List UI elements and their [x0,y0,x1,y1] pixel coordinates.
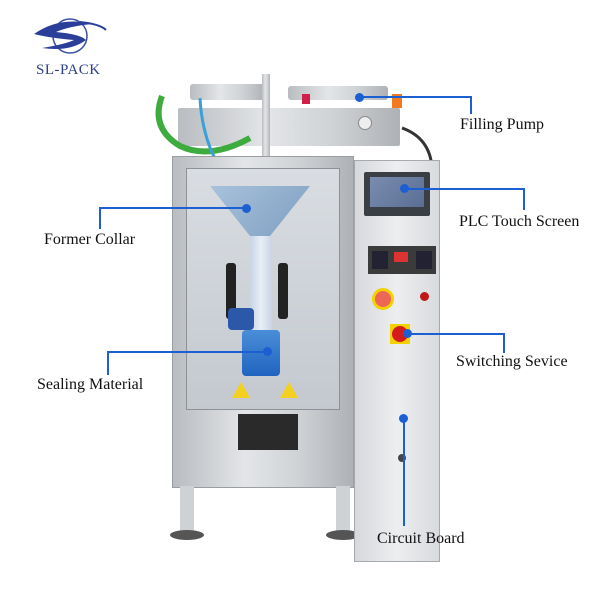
filling-pump-label: Filling Pump [460,116,545,133]
former-collar-label: Former Collar [44,231,136,248]
sealing-material-leader-h [107,351,267,353]
switching-sevice-leader-h [407,333,504,335]
foot-left [170,530,204,540]
sealer-jaw-left [226,263,236,319]
pressure-gauge [358,116,372,130]
plc-touch-screen-label: PLC Touch Screen [459,213,580,230]
emergency-stop-button[interactable] [372,288,394,310]
pump-fitting-orange [392,94,402,108]
leg-left [180,486,194,536]
foot-right [326,530,360,540]
leg-right [336,486,350,536]
indicator-light [420,292,429,301]
switching-sevice-label: Switching Sevice [456,353,568,370]
former-collar-marker [242,204,251,213]
plc-touch-screen-leader-h [404,188,524,190]
former-collar-leader-v [99,207,101,229]
center-pole [262,74,270,234]
circuit-board-label: Circuit Board [377,530,465,547]
switching-sevice-leader-v [503,333,505,353]
lower-black-plate [238,414,298,450]
control-cabinet [354,160,440,562]
sealer-jaw-right [278,263,288,319]
filling-pump-leader-h [359,96,471,98]
pump-fitting-red [302,94,310,104]
warning-sign-left [232,382,250,398]
packaging-machine [140,68,440,562]
sealing-material-label: Sealing Material [37,376,144,393]
warning-sign-right [280,382,298,398]
cabinet-lock[interactable] [398,454,406,462]
temperature-controllers [368,246,436,274]
filling-pump-leader-v [470,96,472,114]
former-collar-leader-h [99,207,245,209]
sl-pack-orbit-logo-icon [34,18,107,54]
plc-touch-screen-display[interactable] [364,172,430,216]
circuit-board-leader-v [403,418,405,526]
filled-bag [242,330,280,376]
sealing-material-leader-v [107,351,109,375]
sealing-material-marker [263,347,272,356]
plc-touch-screen-leader-v [523,188,525,210]
pump-cylinder-left [190,84,265,100]
logo-text: SL-PACK [36,62,101,78]
motor [228,308,254,330]
logo [30,12,110,62]
